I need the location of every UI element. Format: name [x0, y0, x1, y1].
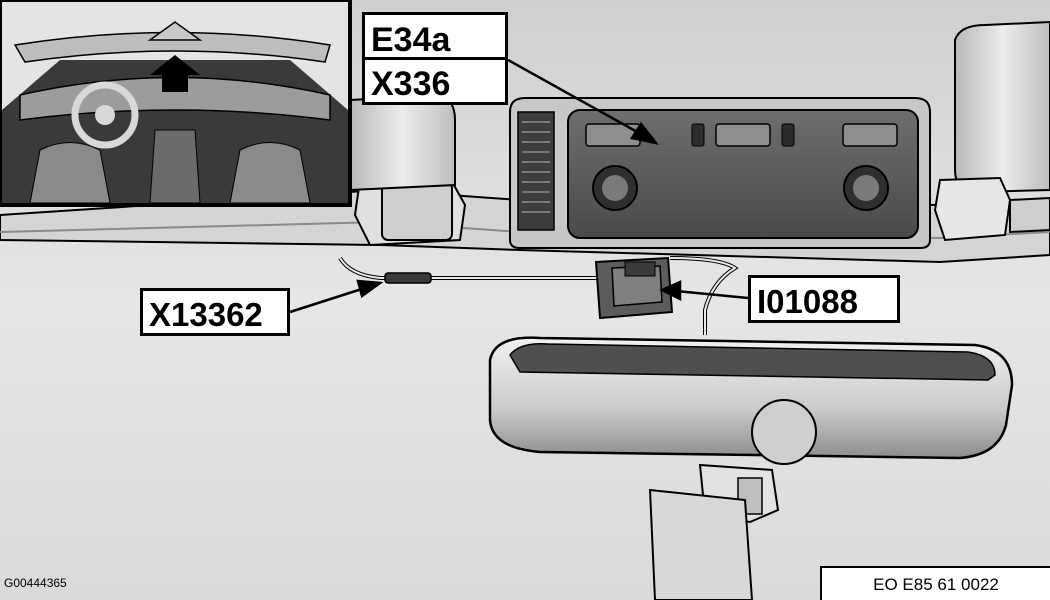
switch-center	[715, 123, 771, 147]
inset-steering-wheel	[71, 81, 139, 149]
right-sun-visor	[933, 20, 1050, 242]
vent-grille	[522, 121, 550, 213]
leader-lines	[289, 58, 749, 314]
callout-i01088: I01088	[748, 275, 900, 323]
wire-harness	[338, 256, 739, 335]
callout-e34a: E34a	[362, 12, 508, 60]
mirror-mount-ball	[751, 399, 817, 465]
connector-x13362	[384, 272, 432, 284]
inset-interior-view	[0, 0, 352, 207]
callout-x13362: X13362	[140, 288, 290, 336]
reference-code: EO E85 61 0022	[820, 566, 1050, 600]
switch-right	[842, 123, 898, 147]
left-sun-visor	[349, 93, 456, 192]
interior-light-module	[509, 97, 931, 249]
rear-view-mirror	[488, 336, 1014, 465]
sensor-block	[594, 256, 674, 320]
switch-left	[585, 123, 641, 147]
mirror-bracket	[648, 463, 780, 600]
image-id: G00444365	[4, 576, 67, 590]
callout-x336: X336	[362, 57, 508, 105]
inset-up-arrow	[150, 55, 200, 92]
inset-windshield-frame	[13, 31, 331, 63]
